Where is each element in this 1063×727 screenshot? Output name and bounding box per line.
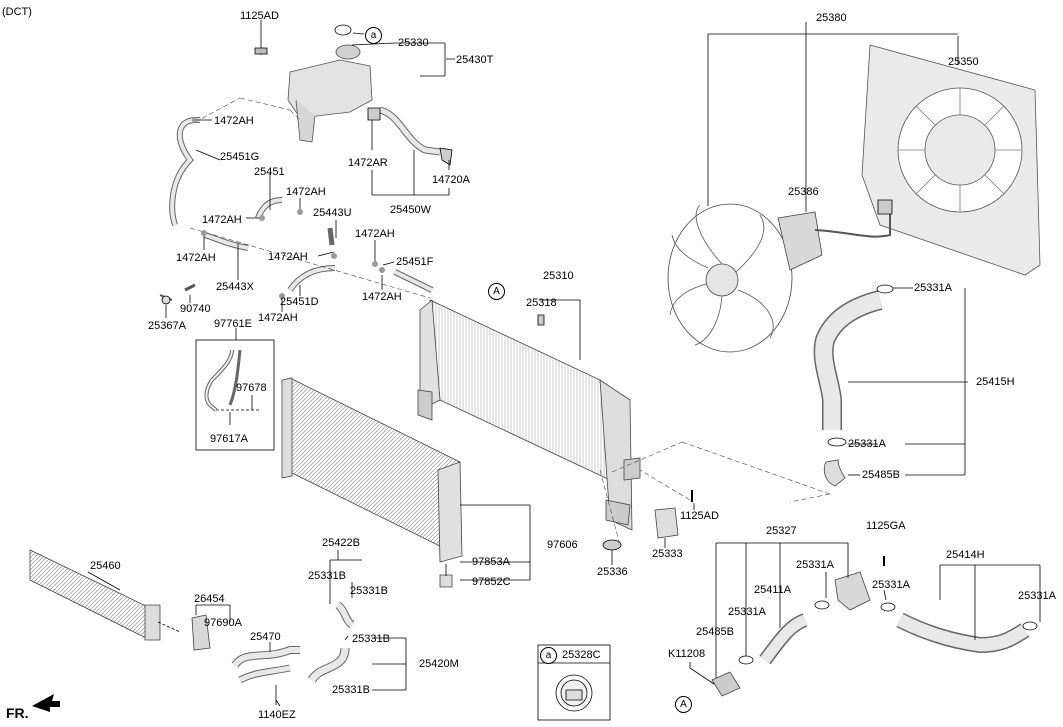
label-25331B-1: 25331B (308, 570, 346, 582)
label-1472AH-c: 1472AH (202, 214, 242, 226)
variant-label: (DCT) (2, 6, 32, 18)
label-1125GA: 1125GA (866, 520, 906, 532)
label-25450W: 25450W (390, 204, 431, 216)
hose-25415H (813, 284, 968, 487)
lower-right-hoses (689, 542, 1041, 697)
condenser (281, 377, 531, 588)
label-25420M: 25420M (419, 658, 459, 670)
front-arrow-icon (32, 694, 60, 712)
label-25331A-2: 25331A (848, 438, 886, 450)
label-25451G: 25451G (220, 151, 260, 163)
label-25310: 25310 (543, 270, 574, 282)
bracket-25380 (707, 22, 958, 206)
harness-box (195, 328, 275, 451)
legend-box (537, 644, 611, 721)
radiator (417, 299, 641, 531)
label-25443U: 25443U (313, 207, 352, 219)
upper-hoses (159, 106, 453, 305)
label-1472AH-e: 1472AH (268, 251, 308, 263)
label-25470: 25470 (250, 631, 281, 643)
small-hoses-bottom (308, 550, 407, 691)
dashed-leaders-upper (189, 97, 431, 299)
label-25318: 25318 (526, 297, 557, 309)
label-1472AR: 1472AR (348, 157, 388, 169)
label-25331A-6: 25331A (728, 606, 766, 618)
label-1472AH-d: 1472AH (176, 252, 216, 264)
legend-part-label: 25328C (562, 649, 601, 661)
callout-circle-a: a (365, 27, 382, 44)
label-1140EZ: 1140EZ (258, 709, 296, 721)
callout-A-radiator: A (488, 283, 505, 300)
thermostat-parts (602, 490, 695, 565)
label-25331B-2: 25331B (350, 585, 388, 597)
fan-motor (777, 190, 893, 271)
label-97761E: 97761E (214, 318, 252, 330)
label-1472AH-f: 1472AH (355, 228, 395, 240)
fan-blade (667, 203, 793, 353)
label-25333: 25333 (652, 548, 683, 560)
label-90740: 90740 (180, 303, 211, 315)
label-25330: 25330 (398, 37, 429, 49)
label-14720A: 14720A (432, 174, 470, 186)
front-label: FR. (6, 705, 29, 721)
label-25380: 25380 (816, 12, 847, 24)
leaders-upper-left (165, 119, 450, 318)
label-97606: 97606 (547, 539, 578, 551)
callout-A-hose: A (675, 696, 692, 713)
label-1472AH-a: 1472AH (214, 115, 254, 127)
label-25422B: 25422B (322, 537, 360, 549)
label-25451D: 25451D (280, 296, 319, 308)
label-25460: 25460 (90, 560, 121, 572)
label-25336: 25336 (597, 566, 628, 578)
label-25415H: 25415H (976, 376, 1015, 388)
dashed-leaders-mid (599, 441, 831, 546)
label-25331A-1: 25331A (914, 282, 952, 294)
label-25485B-1: 25485B (862, 469, 900, 481)
label-25485B-2: 25485B (696, 626, 734, 638)
label-26454: 26454 (194, 593, 225, 605)
fan-shroud (861, 36, 1041, 276)
label-1472AH-h: 1472AH (258, 312, 298, 324)
label-25386: 25386 (788, 186, 819, 198)
label-25331A-5: 25331A (1018, 590, 1056, 602)
label-25430T: 25430T (456, 54, 494, 66)
label-25331B-4: 25331B (332, 684, 370, 696)
label-1472AH-b: 1472AH (286, 186, 326, 198)
label-25443X: 25443X (216, 281, 254, 293)
label-1125AD-mid: 1125AD (680, 510, 719, 522)
label-1472AH-g: 1472AH (362, 291, 402, 303)
lower-left-parts (157, 604, 300, 707)
label-97678: 97678 (236, 382, 267, 394)
label-25451: 25451 (254, 166, 285, 178)
label-25367A: 25367A (148, 320, 186, 332)
oil-cooler (29, 549, 161, 641)
label-97853A: 97853A (472, 556, 510, 568)
label-97617A: 97617A (210, 433, 248, 445)
label-25414H: 25414H (946, 549, 985, 561)
legend-circle-a: a (540, 647, 557, 664)
label-25331B-3: 25331B (352, 633, 390, 645)
label-97852C: 97852C (472, 576, 511, 588)
label-25451F: 25451F (396, 256, 434, 268)
label-25331A-3: 25331A (796, 559, 834, 571)
label-25331A-4: 25331A (872, 579, 910, 591)
label-25327: 25327 (766, 525, 797, 537)
label-25350: 25350 (948, 56, 979, 68)
reservoir-tank (254, 20, 455, 143)
label-1125AD-top: 1125AD (240, 10, 279, 22)
label-K11208: K11208 (668, 648, 706, 660)
clamp-dots-upper (192, 117, 385, 299)
label-97690A: 97690A (204, 617, 242, 629)
label-25411A: 25411A (754, 584, 792, 596)
